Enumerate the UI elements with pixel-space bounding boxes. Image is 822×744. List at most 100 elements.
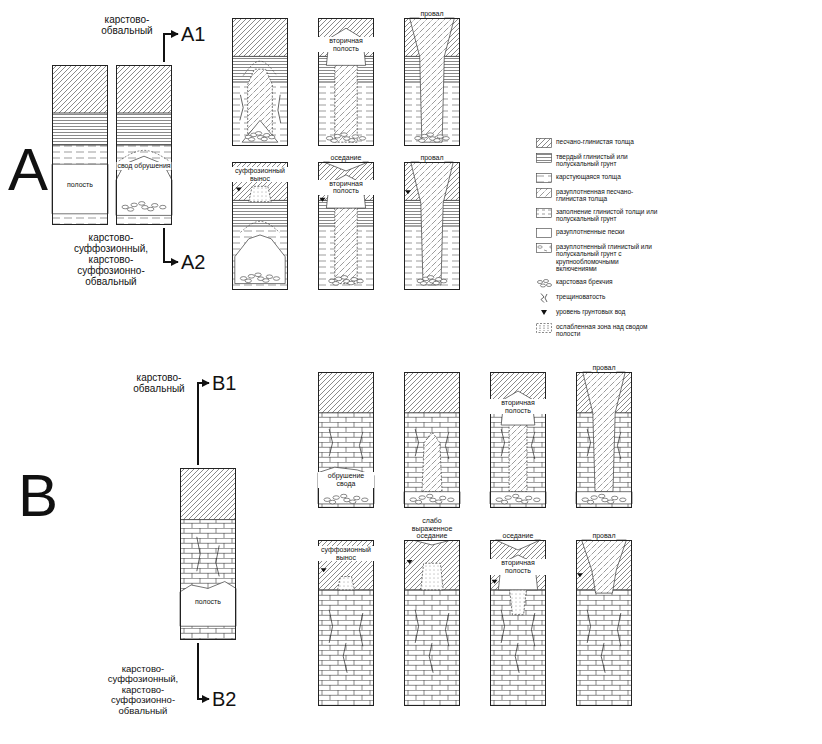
water-level [321,568,327,572]
soil-layer [232,226,288,290]
soil-layer [318,540,374,590]
rock-body [509,424,527,492]
soil-layer [318,372,374,413]
legend-swatch [536,243,552,253]
legend-row: ослабленная зона над сводом полости [536,323,660,338]
crack-line [359,613,362,646]
rock-body [180,582,236,627]
stage-label: оседание [330,154,363,162]
route-label: карстово-обвальный [126,372,192,394]
crack-line [445,432,448,459]
legend-swatch [536,308,552,318]
section-letter: B1 [212,372,236,394]
breccia-block [599,494,605,498]
section-column: вторичная полость [490,372,546,508]
breccia-block [443,137,449,141]
rock-body [421,563,443,590]
rock-body [116,156,172,215]
section-column: вторичная полость [318,18,374,146]
breccia-block [269,135,275,139]
section-column [576,540,632,706]
breccia-block [534,498,540,502]
stage-label: вторичная полость [318,37,374,52]
section-column [52,65,108,225]
stage-label: провал [419,10,444,18]
soil-layer [404,590,460,706]
soil-layer [232,200,288,226]
layer-boundary [232,56,288,57]
soil-layer [490,413,546,508]
crack-line [501,429,504,456]
breccia-block [434,139,440,143]
water-level [405,190,411,194]
rock-body [249,186,271,201]
rock-body [318,467,374,504]
breccia-block [419,496,425,500]
breccia-block [152,204,158,208]
section-letter: A2 [181,251,205,273]
crack-line [278,95,281,123]
breccia-block [334,134,340,138]
crack-line [359,432,362,459]
soil-layer [180,520,236,640]
column-border [405,373,460,508]
crack-line [515,643,519,673]
route-arrow [198,383,209,465]
legend-text: карстующаяся толща [556,173,658,180]
section-column: полость [52,65,108,225]
section-column: оседаниевторичная полость [318,162,374,290]
legend-swatch [536,208,552,218]
route-label: карстово-суффозионный, карстово-суффозио… [96,664,190,716]
stage-label: обрушение свода [318,472,374,487]
soil-layer [404,413,460,508]
crack-line [329,429,332,456]
soil-layer [116,145,172,225]
layer-boundary [232,226,288,227]
breccia-block [127,208,133,212]
breccia-block [348,281,354,285]
section-column [404,372,460,508]
breccia-block [255,273,261,277]
legend-sample [537,188,552,197]
legend-sample [537,154,552,163]
weak-zone [240,221,279,232]
breccia-block [415,500,421,504]
legend-swatch [536,153,552,163]
layer-boundary [180,519,236,520]
rock-body [490,492,546,504]
stage-label: полость [194,598,222,606]
breccia-block [352,135,358,139]
section-column [576,372,632,508]
legend-sample [537,243,552,252]
section-column [404,162,460,290]
stage-label: вторичная полость [490,399,546,414]
crack-line [587,429,590,456]
breccia-block [261,137,267,141]
legend-text: разуплотненный глинистый или полускальны… [556,243,658,273]
legend-row: песчано-глинистая толща [536,138,660,148]
crack-line [531,432,534,459]
breccia-block [349,139,355,143]
stage-label: суффозионный вынос [232,167,288,182]
rock-body [582,540,627,593]
breccia-block [433,281,439,285]
layer-boundary [404,412,460,413]
legend-text: твердый глинистый или полускальный грунт [556,153,658,168]
legend-row: разуплотненные пески [536,228,660,238]
stage-label: суффозионный вынос [318,546,374,561]
breccia-block [537,280,542,283]
breccia-block [354,496,360,500]
section-column: слабо выраженное оседание [404,540,460,706]
legend-sample [537,208,552,217]
crack-line [343,643,347,673]
soil-layer [318,413,374,508]
section-column [318,372,374,508]
rock-body [335,208,357,284]
section-column [318,162,374,290]
legend-swatch [536,278,552,288]
section-letter: A [8,140,48,200]
stage-label: провал [419,154,444,162]
crack-line [445,613,448,646]
